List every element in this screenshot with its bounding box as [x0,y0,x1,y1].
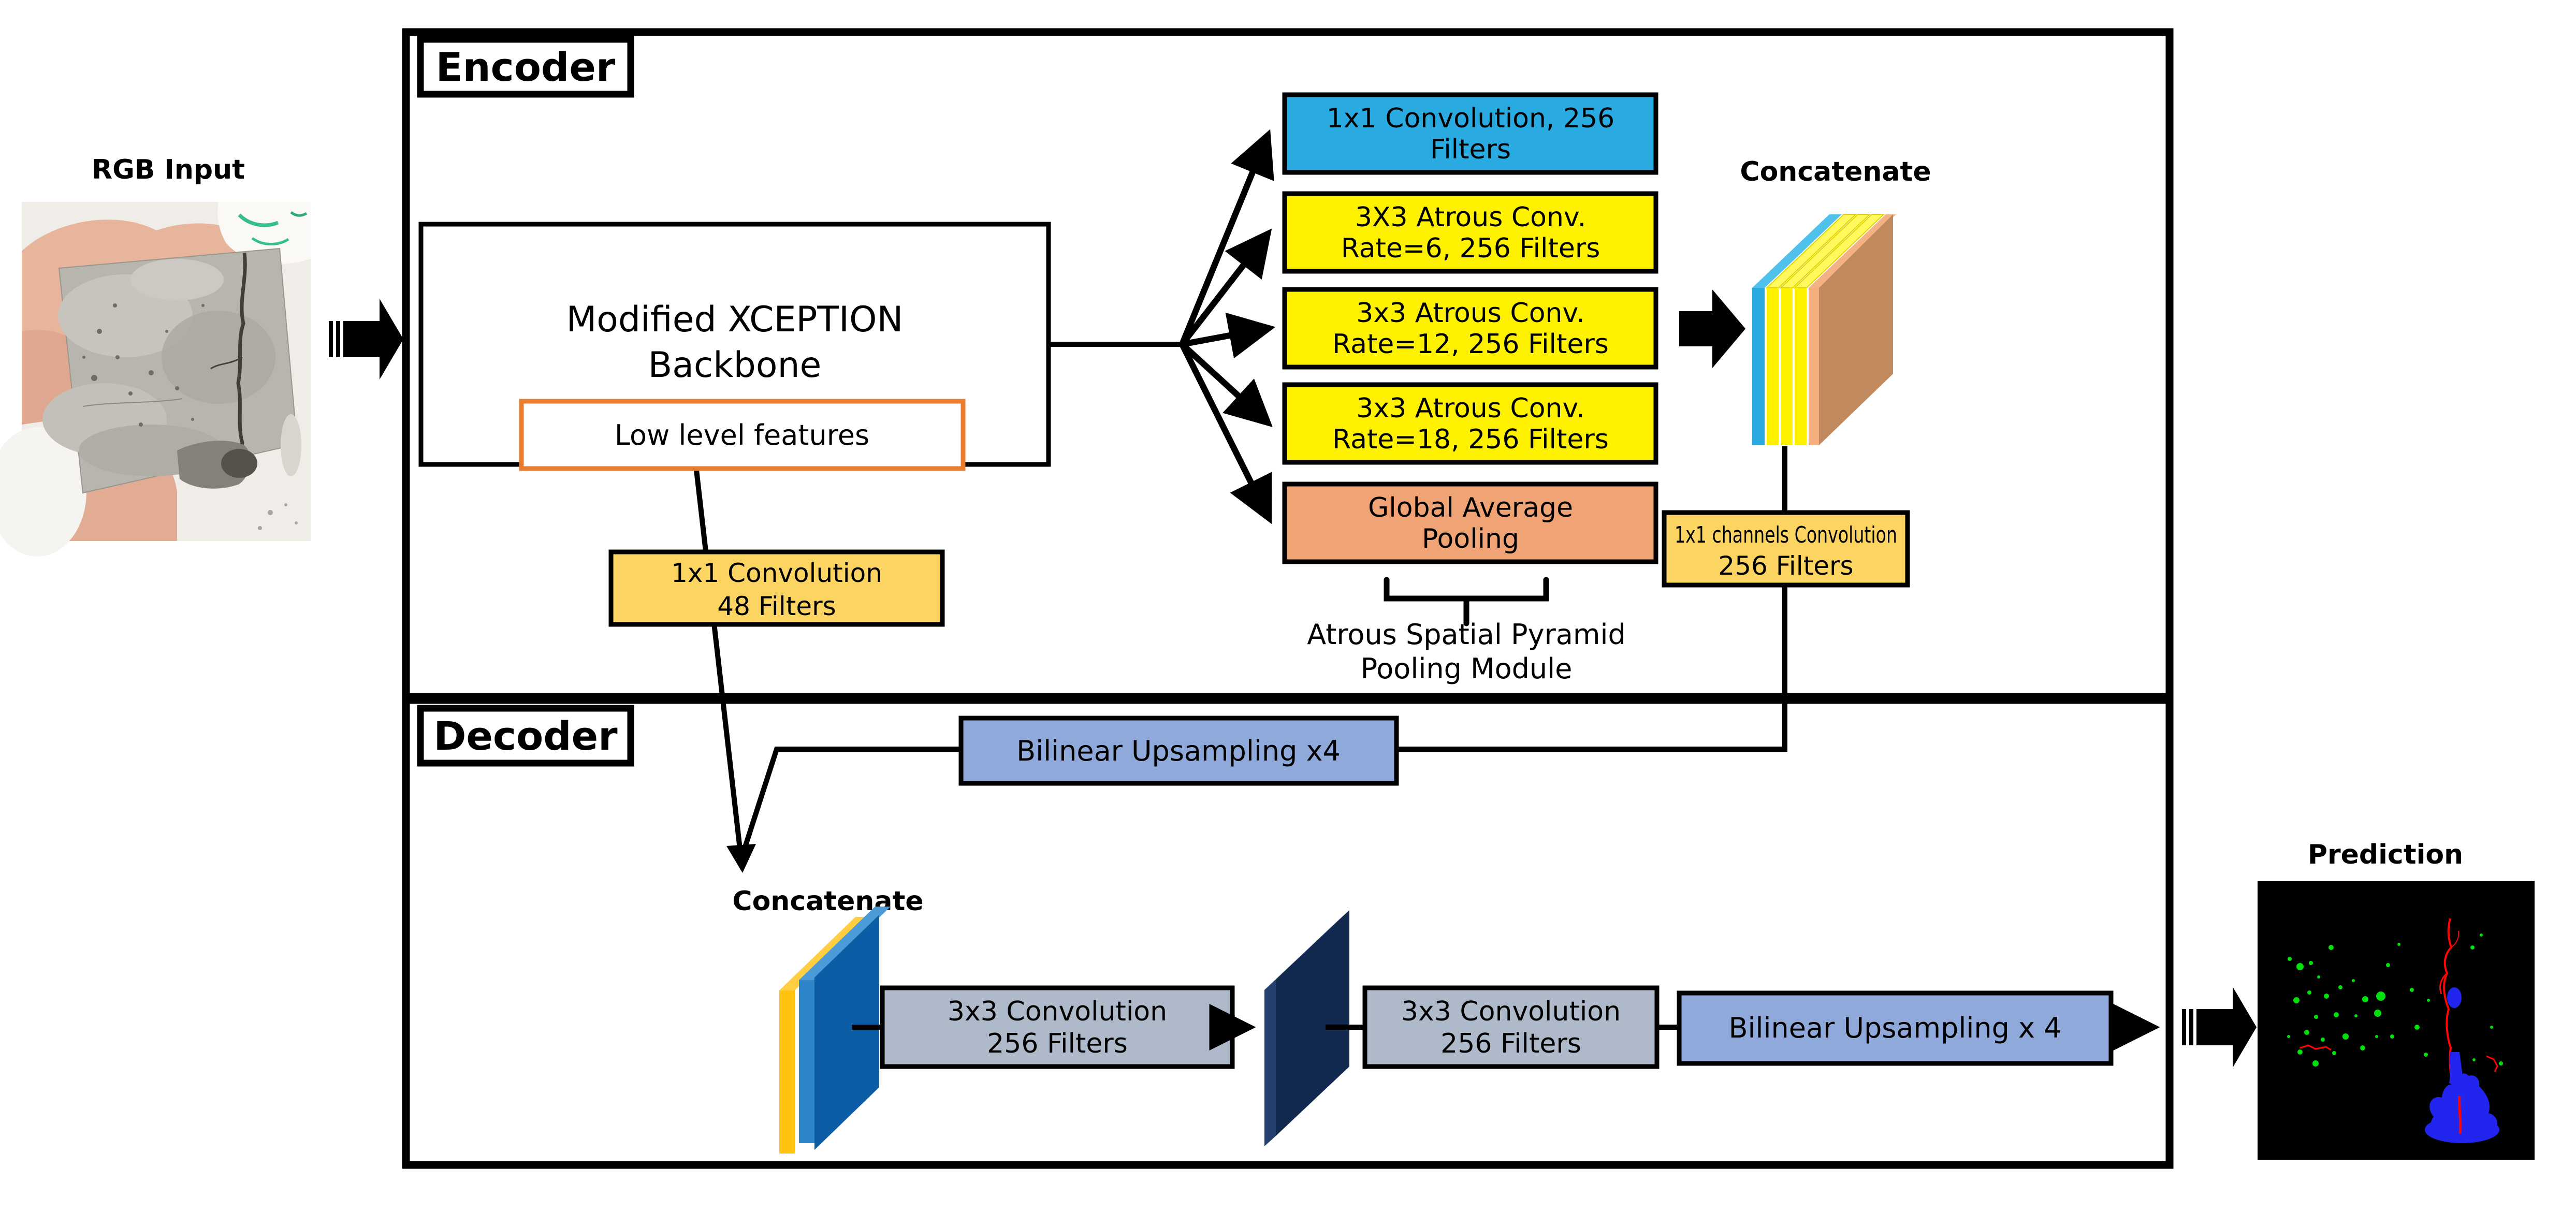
rgb-input-image [0,202,311,557]
decoder-conv-b-line1: 3x3 Convolution [1401,996,1621,1027]
prediction-green-spots [2287,933,2503,1067]
aspp-box-4 [1282,382,1658,465]
prediction-label: Prediction [2308,839,2463,870]
aspp-box-3-line2: Rate=12, 256 Filters [1332,329,1609,360]
aspp-box-4-line1: 3x3 Atrous Conv. [1356,393,1585,424]
aspp-box-4-line2: Rate=18, 256 Filters [1332,424,1609,455]
bilinear1-elbow-line [741,747,961,853]
decoder-label: Decoder [433,713,618,759]
fan-arrow-3 [1181,312,1276,359]
decoder-frame [402,696,2174,1169]
decoder-conv-b-line2: 256 Filters [1440,1028,1581,1059]
low-level-features-label: Low level features [615,419,869,451]
aspp-box-1 [1282,92,1658,175]
concrete-pores [82,303,205,427]
rgb-input-label: RGB Input [92,154,245,185]
aspp-box-1-line2: Filters [1430,134,1511,165]
encoder-concat-arrow-icon [1679,289,1745,368]
encoder-label-box [417,36,634,98]
prediction-image [2258,881,2535,1160]
conv48-box [608,549,945,627]
encoder-label: Encoder [436,44,616,90]
prediction-crack-over-blue [2458,1096,2462,1134]
aspp-box-3 [1282,287,1658,370]
decoder-conv-b-box [1362,985,1660,1069]
prediction-spall-blue [2425,987,2499,1143]
bilinear1-box [958,716,1399,786]
fan-arrow-1 [1179,129,1274,346]
encoder-concat-stack [1752,214,1896,445]
output-arrow-icon [2182,987,2257,1068]
decoder-feature-slab [1264,910,1349,1146]
aspp-module: 1x1 Convolution, 256 Filters 3X3 Atrous … [1282,92,1658,685]
fan-arrow-5 [1179,343,1272,524]
low-level-features-box [519,399,966,471]
conv-channels-box [1662,510,1910,588]
aspp-box-3-line1: 3x3 Atrous Conv. [1356,298,1585,329]
aspp-module-label-line1: Atrous Spatial Pyramid [1307,618,1626,651]
aspp-box-5 [1282,481,1658,564]
conv48-line2: 48 Filters [717,591,836,621]
encoder-concatenate-label: Concatenate [1740,156,1931,187]
decoder-concat-stack [779,907,891,1154]
fan-arrow-4 [1180,342,1273,428]
backbone-line2: Backbone [648,345,822,386]
concatenate-arrowhead-icon [726,844,756,873]
lowlevel-diagonal-line [694,470,743,854]
aspp-box-5-line1: Global Average [1368,492,1573,523]
fan-arrow-2 [1180,228,1272,346]
decoder-concatenate-label: Concatenate [732,886,923,917]
input-arrow-icon [329,299,403,380]
conv-channels-line1: 1x1 channels Convolution [1675,522,1897,548]
aspp-box-5-line2: Pooling [1422,523,1519,554]
aspp-box-2 [1282,191,1658,274]
conv-channels-line2: 256 Filters [1718,551,1853,581]
decoder-conv-a-line1: 3x3 Convolution [948,996,1167,1027]
decoder-conv-a-line2: 256 Filters [987,1028,1128,1059]
aspp-box-1-line1: 1x1 Convolution, 256 [1327,103,1614,134]
aspp-box-2-line1: 3X3 Atrous Conv. [1355,202,1586,233]
backbone-line1: Modified XCEPTION [566,299,904,340]
conv48-line1: 1x1 Convolution [671,558,882,588]
debris-specks [258,503,298,530]
aspp-module-label-line2: Pooling Module [1361,652,1573,685]
aspp-box-2-line2: Rate=6, 256 Filters [1341,233,1600,264]
decoder-label-box [417,705,634,767]
aspp-brace-icon [1384,577,1549,626]
bilinear2-label: Bilinear Upsampling x 4 [1728,1012,2061,1044]
bilinear1-label: Bilinear Upsampling x4 [1016,735,1341,767]
